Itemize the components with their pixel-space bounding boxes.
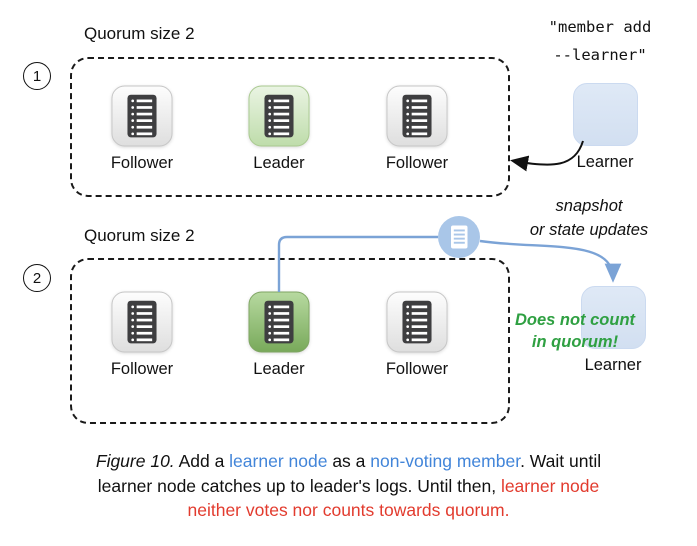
node-label: Follower xyxy=(110,360,174,378)
learner-node: Learner xyxy=(553,83,657,172)
step-2-badge: 2 xyxy=(23,264,51,292)
learner-node: Learner xyxy=(561,286,665,375)
node-leader: Leader xyxy=(227,85,331,173)
learner-box xyxy=(572,83,638,146)
log-icon xyxy=(111,291,173,353)
caption-red-text: learner node xyxy=(500,475,600,496)
caption-highlight-learner-node: learner node xyxy=(229,451,328,471)
node-leader: Leader xyxy=(227,291,331,379)
snapshot-icon xyxy=(438,216,480,258)
log-icon xyxy=(386,85,448,147)
note-line-2: in quorum! xyxy=(531,333,619,352)
figure-label: Figure 10. xyxy=(95,451,175,471)
caption-line-1: Figure 10. Add a learner node as a non-v… xyxy=(0,449,697,474)
quorum-label-1: Quorum size 2 xyxy=(84,24,195,43)
quorum-label-2: Quorum size 2 xyxy=(84,226,195,245)
command-line-1: "member add xyxy=(548,18,652,36)
note-line-1: Does not count xyxy=(514,311,636,329)
annotation-line-1: snapshot xyxy=(555,197,623,215)
caption-text: . Wait until xyxy=(520,451,602,471)
command-line-2: --learner" xyxy=(553,45,647,64)
caption-text: learner node catches up to leader's logs… xyxy=(97,475,501,496)
cluster-box-1 xyxy=(70,57,510,197)
learner-label: Learner xyxy=(584,356,642,374)
step-1-badge: 1 xyxy=(23,62,51,90)
snapshot-annotation: snapshot or state updates xyxy=(498,195,680,243)
member-add-command: "member add --learner" xyxy=(512,14,688,70)
caption-line-3: neither votes nor counts towards quorum. xyxy=(187,500,510,520)
log-icon xyxy=(386,291,448,353)
node-label: Leader xyxy=(253,154,305,172)
figure-caption: Figure 10. Add a learner node as a non-v… xyxy=(0,449,697,523)
learner-box xyxy=(580,286,646,349)
node-label: Leader xyxy=(253,360,305,378)
quorum-note: Does not count in quorum! xyxy=(486,309,664,354)
annotation-line-2: or state updates xyxy=(529,220,649,239)
log-icon xyxy=(111,85,173,147)
caption-text: as a xyxy=(327,451,371,471)
node-follower: Follower xyxy=(90,85,194,173)
caption-text: Add a xyxy=(174,451,230,471)
log-icon xyxy=(248,291,310,353)
node-label: Follower xyxy=(385,154,449,172)
caption-highlight-non-voting: non-voting member xyxy=(370,451,521,471)
learner-label: Learner xyxy=(576,153,634,171)
caption-line-2: learner node catches up to leader's logs… xyxy=(0,474,697,499)
node-follower: Follower xyxy=(365,85,469,173)
node-follower: Follower xyxy=(365,291,469,379)
node-label: Follower xyxy=(110,154,174,172)
node-label: Follower xyxy=(385,360,449,378)
node-follower: Follower xyxy=(90,291,194,379)
log-icon xyxy=(248,85,310,147)
